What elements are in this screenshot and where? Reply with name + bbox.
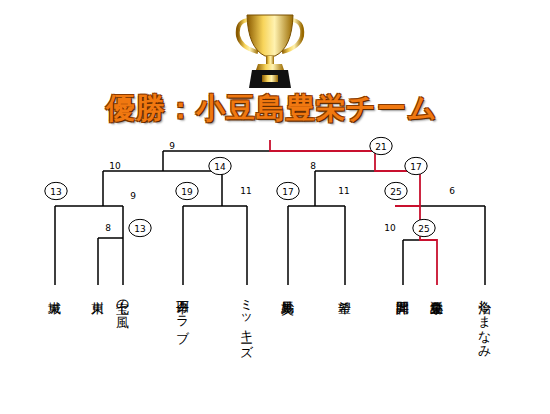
team-name: 七宝の風 — [117, 291, 130, 306]
score-number: 17 — [276, 182, 300, 201]
trophy-illustration — [238, 15, 303, 88]
score-number: 14 — [208, 157, 232, 176]
score-number: 21 — [369, 137, 393, 156]
score-number: 10 — [109, 161, 120, 171]
score-circle: 21 — [369, 137, 393, 156]
score-number: 11 — [338, 186, 349, 196]
score-number: 13 — [44, 182, 68, 201]
team-name: ミッキーズ — [241, 291, 254, 351]
score-circle: 17 — [404, 157, 428, 176]
team-name: 今治しまなみ — [479, 291, 492, 351]
score-circle: 19 — [175, 182, 199, 201]
score-number: 11 — [240, 186, 251, 196]
team-name: 四万十クラブ — [177, 291, 190, 336]
score-number: 6 — [449, 186, 455, 196]
title-text: 優勝：小豆島豊栄チーム — [106, 89, 438, 129]
bracket-winner-path — [270, 140, 437, 285]
score-circle: 14 — [208, 157, 232, 176]
score-circle: 13 — [128, 219, 152, 238]
score-number: 17 — [404, 157, 428, 176]
score-circle: 17 — [276, 182, 300, 201]
score-number: 25 — [384, 182, 408, 201]
score-number: 9 — [169, 141, 175, 151]
score-number: 25 — [412, 219, 436, 238]
score-number: 8 — [105, 223, 111, 233]
score-circle: 25 — [384, 182, 408, 201]
score-number: 13 — [128, 219, 152, 238]
score-circle: 25 — [412, 219, 436, 238]
score-number: 19 — [175, 182, 199, 201]
score-number: 10 — [384, 223, 395, 233]
score-number: 9 — [130, 191, 136, 201]
score-circle: 13 — [44, 182, 68, 201]
score-number: 8 — [310, 161, 316, 171]
bracket-black — [55, 151, 485, 285]
